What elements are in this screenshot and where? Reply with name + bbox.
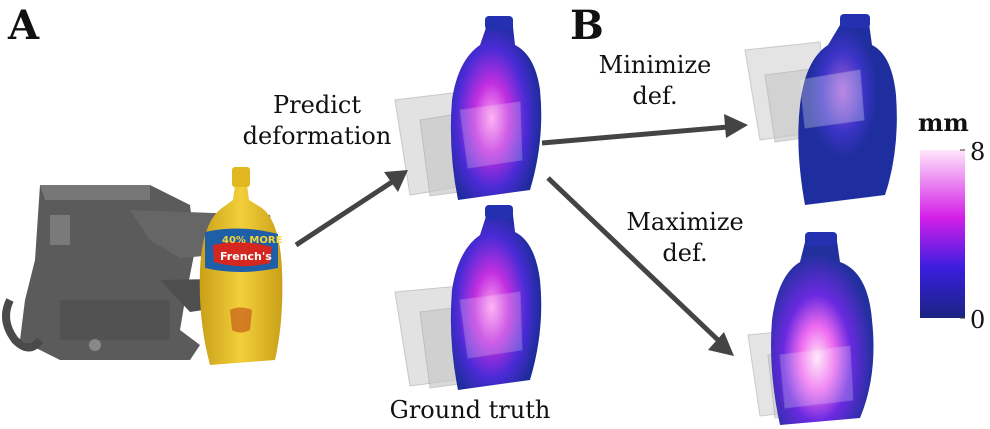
- minimize-label-line2: def.: [632, 82, 678, 111]
- mustard-bottle: 40% MORE French's: [199, 167, 283, 365]
- predict-label-line2: deformation: [242, 122, 392, 151]
- arrow-maximize: [546, 176, 734, 356]
- panel-label-b: B: [570, 2, 604, 49]
- colorbar-min-label: 0: [970, 306, 986, 334]
- arrow-minimize: [541, 114, 748, 146]
- ground-truth-render: [394, 205, 542, 390]
- predict-label-line1: Predict: [273, 91, 361, 119]
- minimize-label: Minimize def.: [590, 50, 720, 112]
- predict-label: Predict deformation: [232, 90, 402, 152]
- maximize-label-line2: def.: [662, 239, 708, 268]
- maximize-deformation-render: [747, 232, 874, 425]
- colorbar: [920, 150, 965, 318]
- maximize-label-line1: Maximize: [626, 208, 744, 236]
- bottle-label-line1: 40% MORE: [222, 235, 283, 246]
- arrow-predict: [294, 170, 408, 248]
- bottle-label-line2: French's: [220, 250, 272, 263]
- minimize-label-line1: Minimize: [598, 51, 712, 79]
- maximize-label: Maximize def.: [615, 207, 755, 269]
- minimize-deformation-render: [744, 14, 897, 205]
- predicted-deformation-render: [394, 16, 542, 200]
- ground-truth-label: Ground truth: [389, 396, 551, 424]
- colorbar-unit: mm: [918, 108, 969, 137]
- colorbar-max-label: 8: [970, 138, 986, 166]
- panel-label-a: A: [8, 2, 40, 49]
